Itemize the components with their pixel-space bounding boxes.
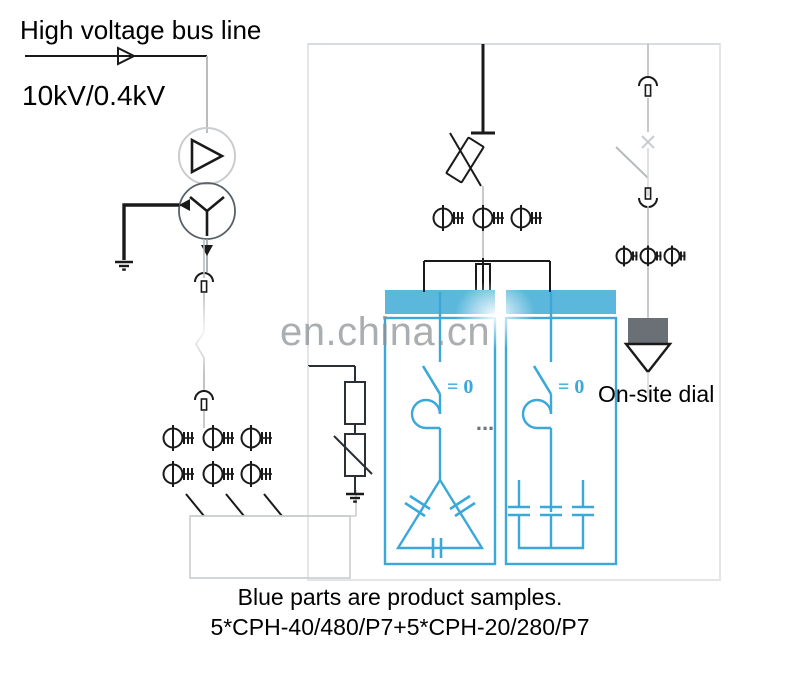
inclined-fuse-icon <box>445 132 485 187</box>
power-transformer <box>178 127 236 272</box>
hv-bus-line <box>25 46 208 133</box>
reactor-left <box>410 398 442 430</box>
breaker-transformer-lv <box>194 239 214 332</box>
on-site-dial-icon <box>623 318 673 374</box>
lv-feeder-drop <box>194 331 205 392</box>
background-frame <box>307 43 721 581</box>
transformer-ground-branch <box>113 199 190 271</box>
note-line-1: Blue parts are product samples. <box>237 584 563 610</box>
lv-distribution-loop <box>189 490 357 579</box>
panel-risers <box>423 268 551 292</box>
ct-bank-lv <box>162 424 283 517</box>
panel-ellipsis: ... <box>476 410 494 435</box>
reactor-right <box>521 398 553 430</box>
breaker-lv-feeder <box>194 390 214 428</box>
switch-state-label-left: = 0 <box>447 376 473 398</box>
star-capacitor-bank <box>508 480 594 550</box>
delta-capacitor-bank <box>395 477 485 558</box>
middle-branch <box>423 44 551 293</box>
thyristor-switch-right <box>532 365 553 395</box>
product-panel-right <box>504 290 618 566</box>
right-branch <box>615 44 687 398</box>
note-line-2: 5*CPH-40/480/P7+5*CPH-20/280/P7 <box>210 614 590 640</box>
on-site-dial-label: On-site dial <box>598 381 715 407</box>
bus-line-label: High voltage bus line <box>20 15 262 45</box>
voltage-ratio-label: 10kV/0.4kV <box>22 80 166 111</box>
disconnector-icon <box>615 135 655 179</box>
fuse-arrester-column <box>307 365 373 503</box>
thyristor-switch-left <box>421 365 442 395</box>
switch-state-label-right: = 0 <box>558 376 584 398</box>
